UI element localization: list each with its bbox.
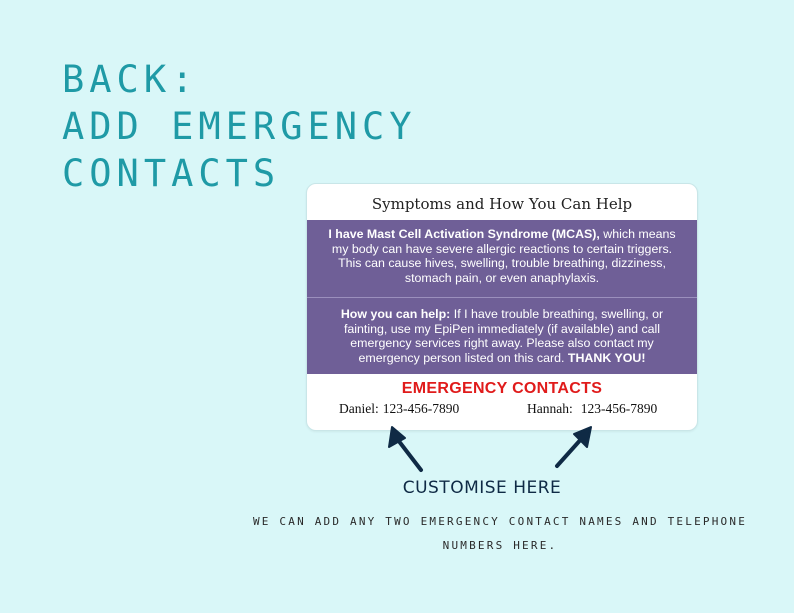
arrow-left-icon [388, 426, 423, 472]
contact-2-number: 123-456-7890 [580, 401, 658, 416]
help-panel: How you can help: If I have trouble brea… [307, 298, 697, 374]
help-bold-text: How you can help: [340, 307, 451, 321]
heading-line-2: ADD EMERGENCY [62, 105, 417, 148]
heading-line-3: CONTACTS [62, 152, 281, 195]
emergency-contacts-row: Daniel:123-456-7890 Hannah:123-456-7890 [307, 398, 697, 418]
contact-1-number: 123-456-7890 [382, 401, 460, 416]
page-heading: BACK: ADD EMERGENCY CONTACTS [62, 56, 417, 197]
emergency-contacts-title: EMERGENCY CONTACTS [401, 380, 603, 397]
medical-card: Symptoms and How You Can Help I have Mas… [306, 183, 698, 431]
contact-2-name: Hannah: [527, 401, 573, 416]
contact-2: Hannah: 123-456-7890 [527, 401, 657, 417]
contact-1-name: Daniel: [339, 401, 379, 416]
arrow-right-icon [555, 426, 592, 468]
condition-text: which means my body can have severe alle… [331, 227, 676, 285]
condition-panel: I have Mast Cell Activation Syndrome (MC… [307, 220, 697, 297]
contact-1: Daniel:123-456-7890 [339, 401, 459, 417]
customise-label: CUSTOMISE HERE [402, 478, 562, 498]
heading-line-1: BACK: [62, 58, 199, 101]
condition-bold-text: I have Mast Cell Activation Syndrome (MC… [328, 227, 600, 241]
help-text: If I have trouble breathing, swelling, o… [343, 307, 664, 365]
customise-note: WE CAN ADD ANY TWO EMERGENCY CONTACT NAM… [252, 515, 748, 552]
card-title: Symptoms and How You Can Help [371, 195, 633, 213]
thank-you-text: THANK YOU! [567, 350, 646, 365]
panel-divider [307, 297, 697, 298]
